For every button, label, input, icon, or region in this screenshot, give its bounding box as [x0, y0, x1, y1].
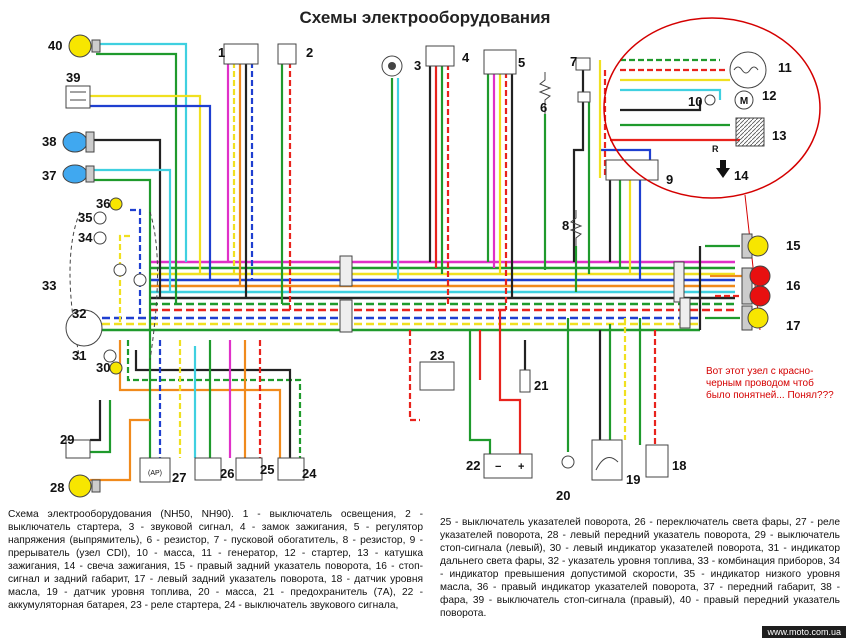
cdi-unit: [605, 159, 659, 181]
label-25: 25: [260, 462, 274, 477]
label-7: 7: [570, 54, 577, 69]
label-27: 27: [172, 470, 186, 485]
label-24: 24: [302, 466, 317, 481]
ignition-coil: R: [712, 117, 765, 154]
starter-motor: M: [734, 90, 754, 110]
fuel-level-sender: [591, 439, 623, 481]
label-9: 9: [666, 172, 673, 187]
watermark: www.moto.com.ua: [762, 626, 846, 638]
label-10: 10: [688, 94, 702, 109]
label-8: 8: [562, 218, 569, 233]
resistor-8: [569, 210, 583, 246]
label-32: 32: [72, 306, 86, 321]
label-37: 37: [42, 168, 56, 183]
label-2: 2: [306, 45, 313, 60]
ground-20: [561, 455, 575, 469]
brake-switch-left: [65, 439, 91, 459]
annotation-note: Вот этот узел с красно-черным проводом ч…: [706, 366, 834, 401]
rear-left-turn-signal: [741, 305, 769, 331]
starter-relay: [419, 361, 455, 391]
brake-switch-right: [65, 85, 91, 109]
spark-plug: [716, 160, 730, 178]
caption-right: 25 - выключатель указателей поворота, 26…: [440, 517, 840, 619]
label-40: 40: [48, 38, 62, 53]
headlight: [62, 131, 95, 153]
label-29: 29: [60, 432, 74, 447]
label-22: 22: [466, 458, 480, 473]
caption-left: Схема электрооборудования (NH50, NH90). …: [8, 509, 423, 611]
label-38: 38: [42, 134, 56, 149]
page-title: Схемы электрооборудования: [299, 8, 551, 27]
instrument-cluster: [65, 197, 158, 375]
light-and-starter-switches: [223, 43, 297, 65]
label-21: 21: [534, 378, 548, 393]
horn: [381, 55, 403, 77]
lower-switches: [194, 457, 305, 481]
auto-choke: [575, 57, 591, 103]
label-3: 3: [414, 58, 421, 73]
label-11: 11: [778, 60, 792, 75]
voltage-regulator: [483, 49, 517, 75]
front-left-turn-signal: [68, 474, 101, 498]
label-28: 28: [50, 480, 64, 495]
label-33: 33: [42, 278, 56, 293]
relay-ap-label: (AP): [148, 470, 162, 477]
battery-minus-label: −: [495, 461, 501, 473]
ground-10: [704, 94, 716, 106]
label-4: 4: [462, 50, 470, 65]
label-35: 35: [78, 210, 92, 225]
front-position-lamp: [62, 164, 95, 184]
label-5: 5: [518, 55, 525, 70]
ignition-switch: [425, 45, 455, 67]
generator: [729, 51, 767, 89]
label-16: 16: [786, 278, 800, 293]
label-39: 39: [66, 70, 80, 85]
label-17: 17: [786, 318, 800, 333]
label-1: 1: [218, 45, 225, 60]
oil-level-sender: [645, 444, 669, 478]
battery-plus-label: +: [518, 461, 524, 473]
label-12: 12: [762, 88, 776, 103]
rear-right-turn-signal: [741, 233, 769, 259]
label-34: 34: [78, 230, 93, 245]
label-30: 30: [96, 360, 110, 375]
coil-r-label: R: [712, 144, 719, 154]
vertical-wires: [90, 42, 742, 482]
wiring-diagram: (AP): [42, 17, 821, 500]
svg-text:M: M: [740, 96, 748, 107]
turn-signal-relay: (AP): [139, 457, 171, 483]
label-31: 31: [72, 348, 86, 363]
harness-connectors: [339, 255, 691, 333]
label-19: 19: [626, 472, 640, 487]
front-right-turn-signal: [68, 34, 101, 58]
battery: − +: [483, 453, 533, 479]
label-18: 18: [672, 458, 686, 473]
label-14: 14: [734, 168, 749, 183]
label-6: 6: [540, 100, 547, 115]
resistor-6: [538, 72, 552, 114]
label-13: 13: [772, 128, 786, 143]
annotation-highlight: [603, 17, 821, 331]
main-harness: [90, 260, 735, 332]
label-26: 26: [220, 466, 234, 481]
label-36: 36: [96, 196, 110, 211]
stop-tail-lamp: [741, 265, 771, 307]
label-20: 20: [556, 488, 570, 500]
component-number-labels: 1 2 3 4 5 6 7 8 9 10 11 12 13 14 15 16 1…: [42, 38, 800, 500]
fuse: [519, 369, 531, 393]
label-23: 23: [430, 348, 444, 363]
label-15: 15: [786, 238, 800, 253]
